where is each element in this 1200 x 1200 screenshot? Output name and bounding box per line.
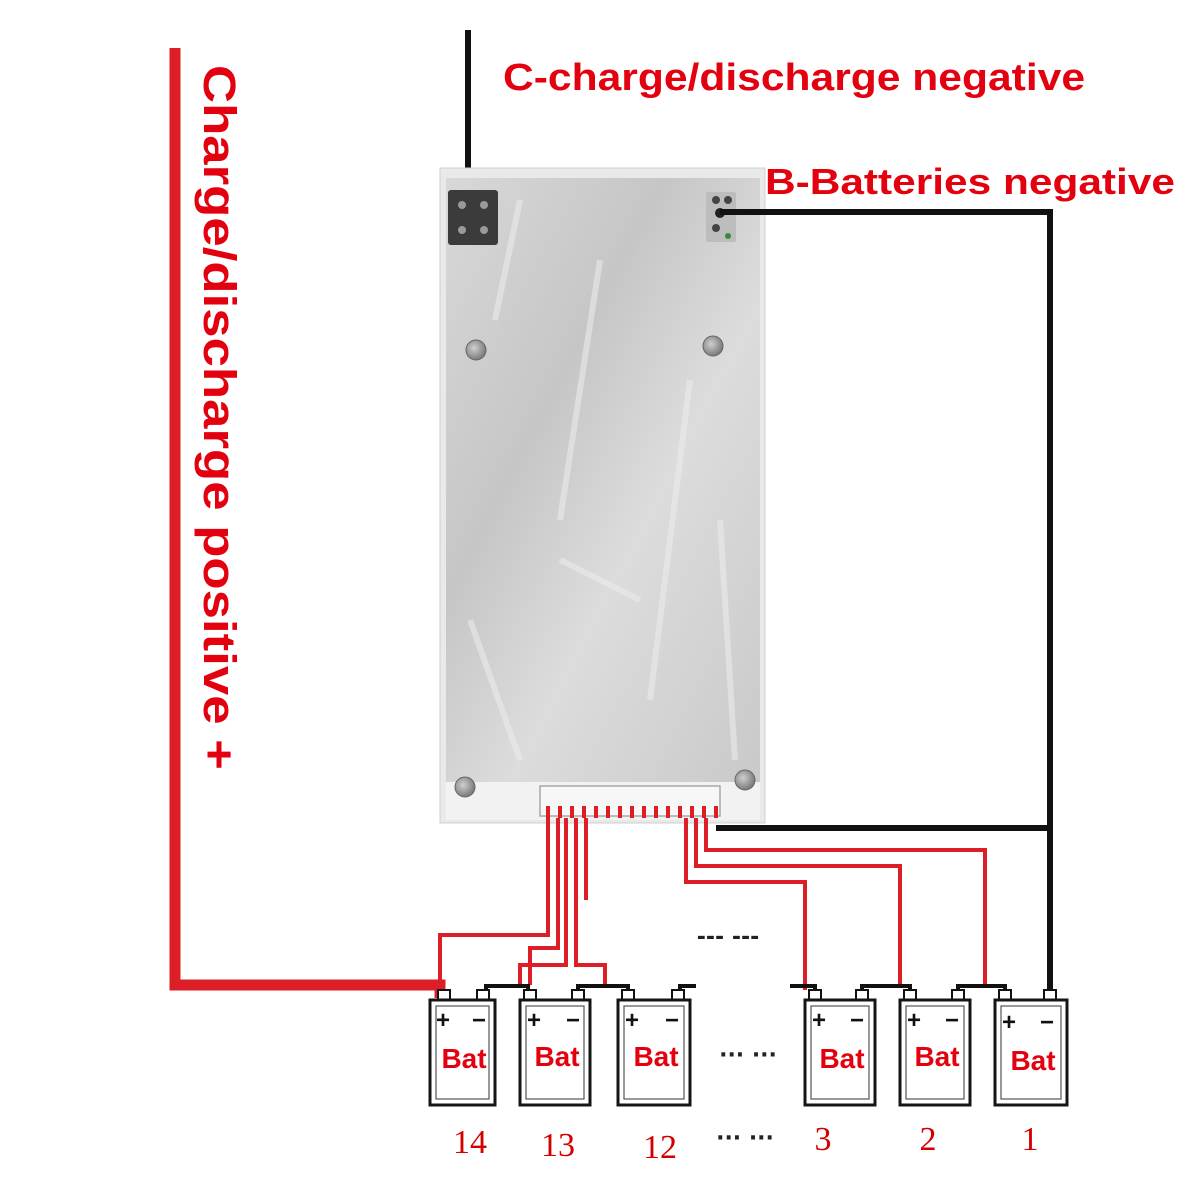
minus-terminal-label: −: [665, 1007, 679, 1034]
plus-terminal-label: +: [436, 1007, 450, 1034]
battery-numbers: 14 13 12 ··· ··· 3 2 1: [453, 1121, 1039, 1166]
minus-terminal-label: −: [945, 1007, 959, 1034]
battery-links: [484, 984, 1007, 998]
plus-terminal-label: +: [812, 1007, 826, 1034]
battery-number: 3: [815, 1121, 832, 1158]
battery-label: Bat: [1010, 1045, 1055, 1076]
number-gap-marker: ··· ···: [716, 1126, 774, 1151]
battery-number: 14: [453, 1124, 487, 1161]
screw-icon: [465, 339, 487, 361]
battery-number: 12: [643, 1129, 677, 1166]
b-terminal-pads: [706, 192, 736, 242]
heatsink-streaks: [467, 199, 738, 762]
minus-terminal-label: −: [566, 1007, 580, 1034]
minus-terminal-label: −: [850, 1007, 864, 1034]
screw-icon: [702, 335, 724, 357]
minus-terminal-label: −: [472, 1007, 486, 1034]
battery-label: Bat: [441, 1043, 486, 1074]
b-negative-wire: [720, 209, 1053, 1000]
battery-number: 2: [920, 1121, 937, 1158]
battery-3: + − Bat: [803, 989, 877, 1107]
battery-number: 1: [1022, 1121, 1039, 1158]
positive-label: Charge/discharge positive +: [194, 65, 245, 770]
cell-gap-marker: ··· ···: [719, 1043, 777, 1068]
battery-label: Bat: [534, 1041, 579, 1072]
plus-terminal-label: +: [527, 1007, 541, 1034]
battery-12: + − Bat: [616, 989, 692, 1107]
screw-icon: [454, 776, 476, 798]
battery-2: + − Bat: [898, 989, 972, 1107]
battery-1: + − Bat: [993, 989, 1069, 1107]
battery-label: Bat: [914, 1041, 959, 1072]
plus-terminal-label: +: [625, 1007, 639, 1034]
battery-14: + − Bat: [428, 989, 497, 1107]
c-terminal-block: [448, 190, 498, 245]
plus-terminal-label: +: [1002, 1009, 1016, 1036]
b-negative-label: B-Batteries negative: [765, 161, 1175, 202]
battery-label: Bat: [819, 1043, 864, 1074]
plus-terminal-label: +: [907, 1007, 921, 1034]
battery-number: 13: [541, 1127, 575, 1164]
wire-gap-marker: --- ---: [697, 925, 759, 950]
battery-label: Bat: [633, 1041, 678, 1072]
balance-connector: [539, 785, 721, 818]
balance-wires: [438, 818, 987, 990]
battery-13: + − Bat: [518, 989, 592, 1107]
minus-terminal-label: −: [1040, 1009, 1054, 1036]
screw-icon: [734, 769, 756, 791]
bms-board: [439, 167, 766, 824]
c-negative-label: C-charge/discharge negative: [503, 57, 1085, 99]
heatsink: [446, 178, 760, 782]
